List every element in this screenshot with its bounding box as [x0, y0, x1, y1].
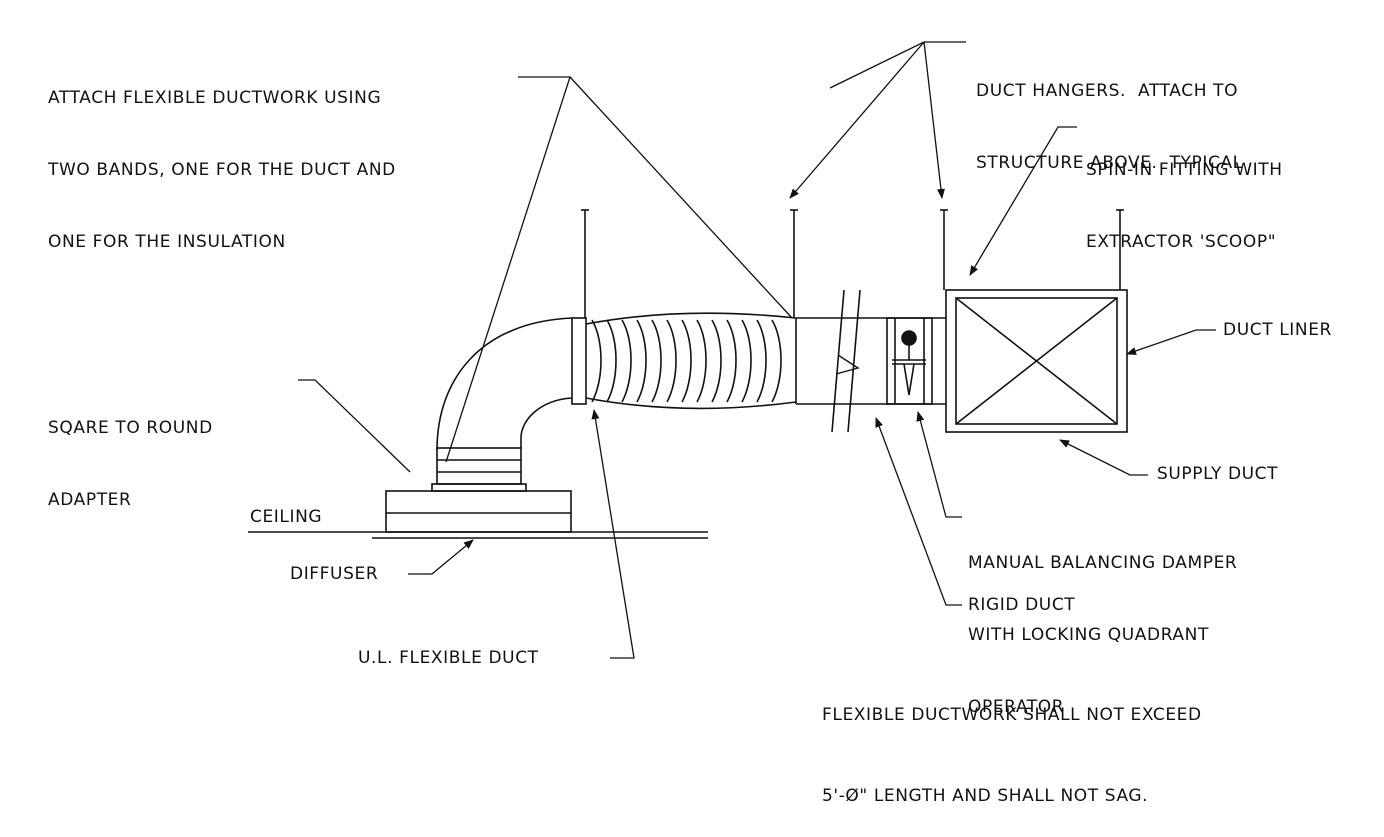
flex-duct-corrugation [726, 319, 737, 403]
diffuser-shape [385, 490, 572, 533]
damper-line-2: WITH LOCKING QUADRANT [968, 625, 1209, 645]
flex-duct-corrugation [666, 319, 677, 403]
damper-line-1: MANUAL BALANCING DAMPER [968, 553, 1238, 573]
square-to-round-adapter [431, 447, 527, 492]
flexible-duct [585, 312, 797, 410]
flex-duct-corrugation [696, 319, 707, 403]
length-note-line-1: FLEXIBLE DUCTWORK SHALL NOT EXCEED [822, 705, 1202, 725]
length-note: FLEXIBLE DUCTWORK SHALL NOT EXCEED 5'-Ø"… [822, 648, 1202, 837]
flex-duct-corrugation [621, 319, 632, 403]
duct-liner-label: DUCT LINER [1223, 320, 1332, 340]
ceiling-label: CEILING [250, 507, 323, 527]
spin-in-label: SPIN-IN FITTING WITH EXTRACTOR 'SCOOP" [1086, 110, 1283, 278]
flex-duct-corrugation [606, 319, 617, 403]
attach-flexible-line-1: ATTACH FLEXIBLE DUCTWORK USING [48, 88, 382, 108]
spin-in-line-1: SPIN-IN FITTING WITH [1086, 160, 1283, 180]
duct-hangers-line-1: DUCT HANGERS. ATTACH TO [976, 81, 1239, 101]
diffuser-label: DIFFUSER [290, 564, 379, 584]
duct-hangers-label: DUCT HANGERS. ATTACH TO STRUCTURE ABOVE.… [976, 31, 1243, 199]
leader-lines [298, 41, 1216, 659]
rigid-duct-label: RIGID DUCT [968, 595, 1076, 615]
attach-flexible-line-3: ONE FOR THE INSULATION [48, 232, 286, 252]
attach-flexible-label: ATTACH FLEXIBLE DUCTWORK USING TWO BANDS… [48, 38, 396, 278]
flex-duct-corrugation [756, 319, 767, 403]
damper-line-3: OPERATOR [968, 697, 1065, 717]
square-to-round-line-1: SQARE TO ROUND [48, 418, 213, 438]
flex-duct-corrugation [741, 319, 752, 403]
rigid-duct-shape [795, 289, 946, 433]
duct-hangers [581, 209, 1124, 318]
square-to-round-label: SQARE TO ROUND ADAPTER [48, 368, 213, 536]
flex-duct-corrugation [681, 319, 692, 403]
ul-flexible-duct-label: U.L. FLEXIBLE DUCT [358, 648, 539, 668]
spin-in-line-2: EXTRACTOR 'SCOOP" [1086, 232, 1277, 252]
flex-duct-corrugation [651, 319, 662, 403]
flex-duct-corrugation [636, 319, 647, 403]
duct-detail-drawing [248, 41, 1216, 659]
flex-duct-corrugation [591, 319, 602, 403]
ceiling-line [248, 531, 708, 539]
attach-flexible-line-2: TWO BANDS, ONE FOR THE DUCT AND [48, 160, 396, 180]
flex-duct-corrugation [711, 319, 722, 403]
supply-duct-label: SUPPLY DUCT [1157, 464, 1279, 484]
length-note-line-2: 5'-Ø" LENGTH AND SHALL NOT SAG. [822, 786, 1149, 806]
damper-label: MANUAL BALANCING DAMPER WITH LOCKING QUA… [968, 503, 1237, 743]
supply-duct-shape [945, 289, 1128, 433]
elbow-fitting [436, 317, 587, 451]
square-to-round-line-2: ADAPTER [48, 490, 132, 510]
duct-hangers-line-2: STRUCTURE ABOVE. TYPICAL [976, 153, 1243, 173]
flex-duct-corrugation [771, 319, 782, 403]
balancing-damper [886, 317, 933, 405]
